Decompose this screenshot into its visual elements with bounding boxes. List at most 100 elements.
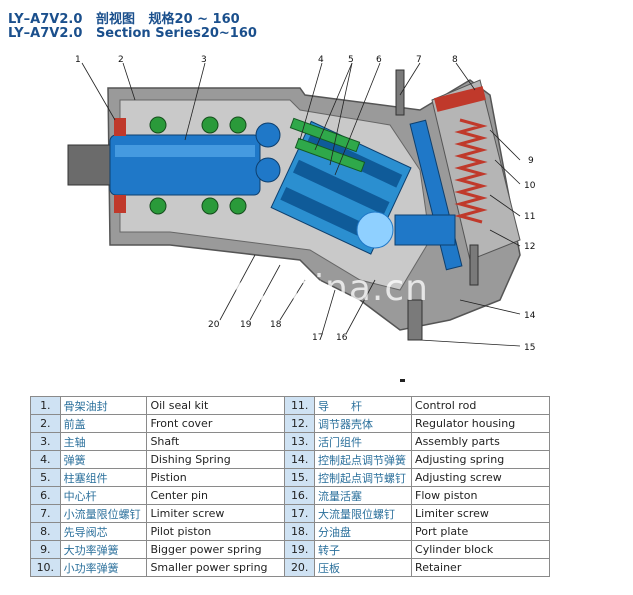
limiter-screw-top [395, 69, 405, 116]
part-num: 12. [284, 414, 315, 433]
part-cn: 小功率弹簧 [59, 558, 148, 577]
part-en: Bigger power spring [146, 540, 286, 559]
watermark-text: en.china.cn [210, 268, 429, 309]
part-en: Retainer [411, 558, 550, 577]
part-en: Smaller power spring [146, 558, 286, 577]
part-en: Adjusting screw [411, 468, 550, 487]
part-num: 6. [30, 486, 61, 505]
callout-19: 19 [240, 320, 252, 330]
callout-12: 12 [524, 242, 535, 252]
part-en: Cylinder block [411, 540, 550, 559]
part-num: 3. [30, 432, 61, 451]
callout-5: 5 [348, 55, 354, 65]
part-en: Control rod [411, 396, 550, 415]
callout-1: 1 [75, 55, 81, 65]
part-num: 9. [30, 540, 61, 559]
part-en: Flow piston [411, 486, 550, 505]
adjusting-screw [407, 299, 423, 341]
part-num: 14. [284, 450, 315, 469]
part-cn: 控制起点调节弹簧 [313, 450, 413, 469]
part-num: 7. [30, 504, 61, 523]
part-cn: 调节器壳体 [313, 414, 413, 433]
callout-11: 11 [524, 212, 535, 222]
part-en: Limiter screw [146, 504, 286, 523]
part-cn: 前盖 [59, 414, 148, 433]
shaft-highlight [115, 145, 255, 157]
part-cn: 分油盘 [313, 522, 413, 541]
part-num: 16. [284, 486, 315, 505]
shaft-spline [67, 144, 114, 186]
part-num: 15. [284, 468, 315, 487]
part-cn: 控制起点调节螺钉 [313, 468, 413, 487]
part-num: 20. [284, 558, 315, 577]
callout-14: 14 [524, 311, 536, 321]
pistons [289, 117, 366, 173]
part-cn: 柱塞组件 [59, 468, 148, 487]
part-cn: 小流量限位螺钉 [59, 504, 148, 523]
part-num: 2. [30, 414, 61, 433]
part-num: 5. [30, 468, 61, 487]
part-en: Center pin [146, 486, 286, 505]
control-springs [454, 118, 488, 224]
leader-lines [81, 62, 521, 347]
oil-seal-lower [114, 195, 126, 213]
part-cn: 弹簧 [59, 450, 148, 469]
callout-9: 9 [528, 156, 534, 166]
callout-8: 8 [452, 55, 458, 65]
part-num: 1. [30, 396, 61, 415]
part-cn: 主轴 [59, 432, 148, 451]
part-num: 18. [284, 522, 315, 541]
part-cn: 大功率弹簧 [59, 540, 148, 559]
part-en: Port plate [411, 522, 550, 541]
callout-4: 4 [318, 55, 324, 65]
callout-2: 2 [118, 55, 124, 65]
part-cn: 大流量限位螺钉 [313, 504, 413, 523]
part-en: Oil seal kit [146, 396, 286, 415]
part-en: Pistion [146, 468, 286, 487]
title-english: LY–A7V2.0 Section Series20~160 [8, 26, 257, 41]
stray-mark [400, 379, 405, 382]
part-en: Assembly parts [411, 432, 550, 451]
part-cn: 流量活塞 [313, 486, 413, 505]
part-en: Pilot piston [146, 522, 286, 541]
callout-7: 7 [416, 55, 422, 65]
red-block [434, 86, 486, 112]
part-cn: 先导阀芯 [59, 522, 148, 541]
part-en: Front cover [146, 414, 286, 433]
part-num: 11. [284, 396, 315, 415]
shaft [109, 134, 261, 196]
ball-joint-upper [255, 122, 281, 148]
part-cn: 压板 [313, 558, 413, 577]
part-cn: 骨架油封 [59, 396, 148, 415]
flow-piston [394, 214, 456, 246]
part-cn: 活门组件 [313, 432, 413, 451]
part-num: 13. [284, 432, 315, 451]
callout-20: 20 [208, 320, 220, 330]
callout-16: 16 [336, 333, 348, 343]
part-num: 10. [30, 558, 61, 577]
ball-joint-lower [255, 157, 281, 183]
regulator-housing [431, 79, 521, 261]
part-en: Dishing Spring [146, 450, 286, 469]
part-cn: 中心杆 [59, 486, 148, 505]
part-en: Adjusting spring [411, 450, 550, 469]
callout-3: 3 [201, 55, 207, 65]
part-num: 19. [284, 540, 315, 559]
part-cn: 导 杆 [313, 396, 413, 415]
title-chinese: LY–A7V2.0 剖视图 规格20 ~ 160 [8, 12, 240, 27]
part-en: Shaft [146, 432, 286, 451]
pump-section-diagram: 1 2 3 4 5 6 7 8 9 10 11 12 14 15 16 17 1… [67, 55, 536, 353]
part-num: 17. [284, 504, 315, 523]
oil-seal [114, 118, 126, 136]
callout-18: 18 [270, 320, 282, 330]
